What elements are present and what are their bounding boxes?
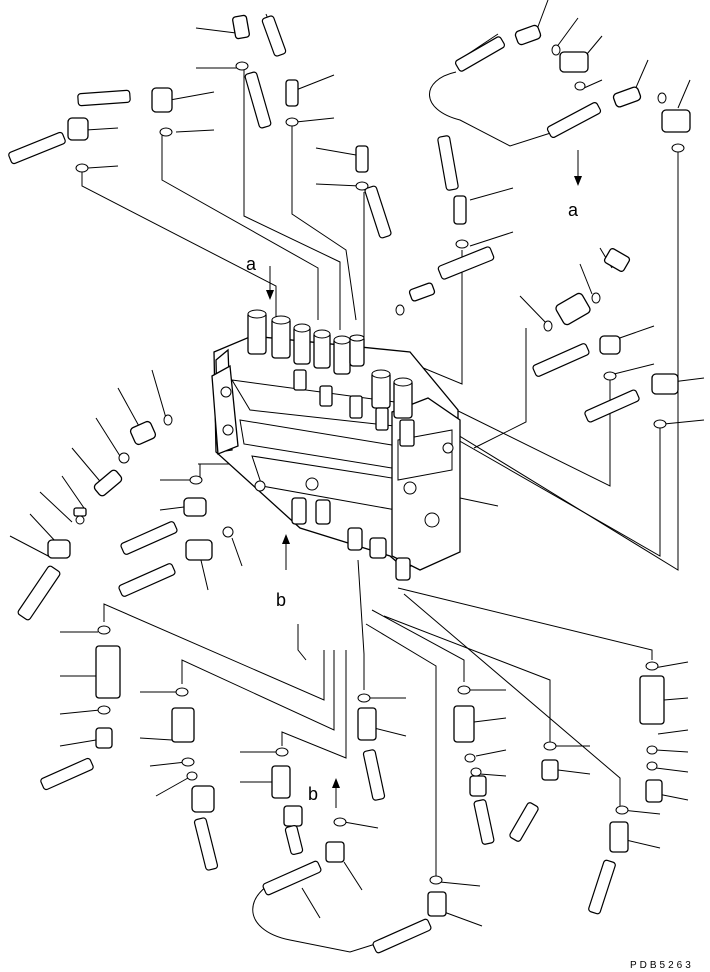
bottom-ports xyxy=(254,477,411,581)
drawing-number: PDB5263 xyxy=(630,960,694,971)
leader-lines xyxy=(9,0,705,953)
control-valve-assembly xyxy=(211,309,461,581)
top-ports xyxy=(247,309,415,447)
fittings-and-hoses xyxy=(8,14,691,954)
callout-label-b-bottom: b xyxy=(308,784,318,804)
o-rings xyxy=(75,44,685,885)
callout-arrows xyxy=(266,150,582,808)
callout-label-a-top: a xyxy=(246,254,257,274)
callout-label-b-mid: b xyxy=(276,590,286,610)
callout-label-a-right: a xyxy=(568,200,579,220)
